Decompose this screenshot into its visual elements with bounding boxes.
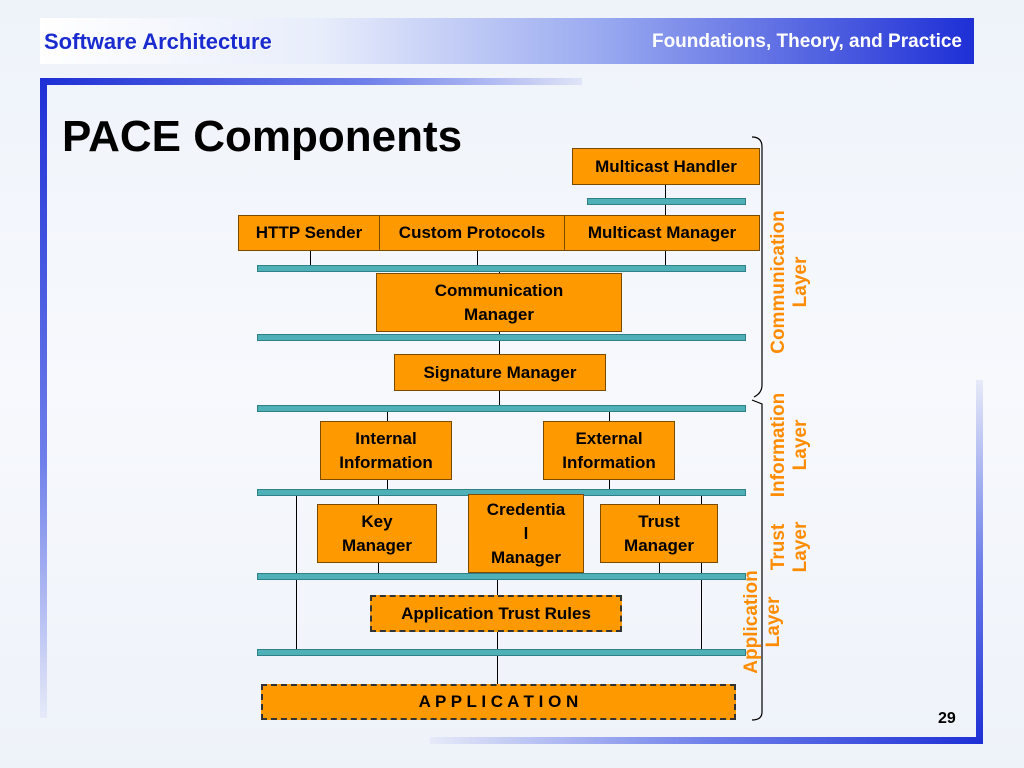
trust-layer-label: Trust Layer — [768, 521, 811, 573]
custom-protocols-box: Custom Protocols — [379, 215, 565, 251]
connector — [497, 655, 498, 685]
bus-connector — [587, 198, 746, 205]
internal-information-box: Internal Information — [320, 421, 452, 480]
signature-manager-box: Signature Manager — [394, 354, 606, 391]
multicast-manager-box: Multicast Manager — [564, 215, 760, 251]
information-layer-label: Information Layer — [768, 392, 811, 498]
bus-connector — [257, 649, 746, 656]
credential-manager-box: Credentia l Manager — [468, 494, 584, 573]
http-sender-box: HTTP Sender — [238, 215, 380, 251]
connector — [665, 184, 666, 202]
bus-connector — [257, 265, 746, 272]
bus-connector — [257, 573, 746, 580]
application-box: A P P L I C A T I O N — [261, 684, 736, 720]
bus-connector — [257, 405, 746, 412]
application-trust-rules-box: Application Trust Rules — [370, 595, 622, 632]
application-layer-label: Application Layer — [741, 570, 784, 674]
page-number: 29 — [938, 710, 956, 727]
communication-layer-label: Communication Layer — [768, 210, 811, 354]
connector — [665, 250, 666, 266]
course-title: Software Architecture — [44, 29, 272, 54]
communication-manager-box: Communication Manager — [376, 273, 622, 332]
multicast-handler-box: Multicast Handler — [572, 148, 760, 185]
key-manager-box: Key Manager — [317, 504, 437, 563]
connector — [665, 203, 666, 215]
slide-header: Software Architecture Foundations, Theor… — [40, 18, 974, 64]
frame-left-bar — [40, 78, 47, 718]
book-subtitle: Foundations, Theory, and Practice — [651, 31, 962, 52]
frame-right-bar — [976, 380, 983, 744]
bus-connector — [257, 334, 746, 341]
connector — [701, 495, 702, 650]
frame-top-bar — [40, 78, 582, 85]
connector — [310, 250, 311, 266]
trust-manager-box: Trust Manager — [600, 504, 718, 563]
external-information-box: External Information — [543, 421, 675, 480]
connector — [477, 250, 478, 266]
frame-bottom-bar — [430, 737, 983, 744]
connector — [296, 495, 297, 650]
slide-title: PACE Components — [62, 112, 463, 161]
